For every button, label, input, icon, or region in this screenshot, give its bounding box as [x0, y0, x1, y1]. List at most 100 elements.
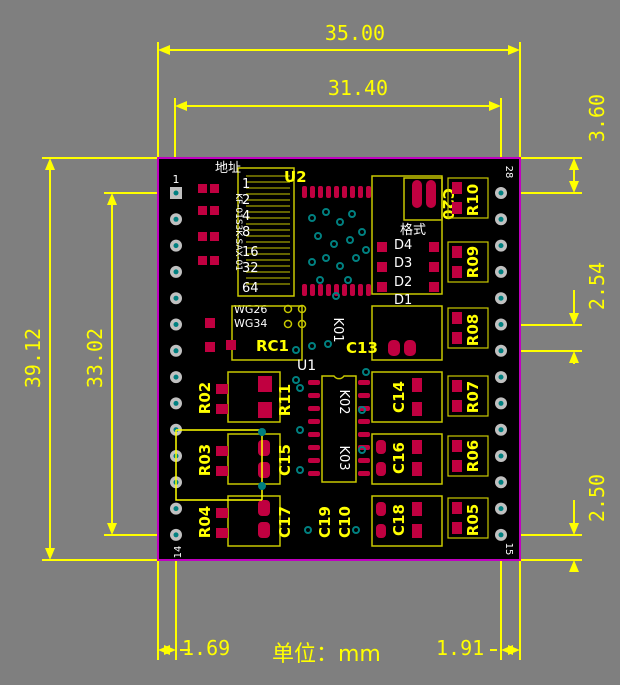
wiegand-26: WG26	[234, 303, 267, 316]
pin-hole	[498, 190, 504, 196]
r09-label: R09	[464, 246, 482, 278]
via	[308, 214, 316, 222]
chip-pin	[308, 432, 320, 437]
chip-pin	[350, 186, 355, 198]
chip-pin	[342, 186, 347, 198]
top-left-pads	[198, 184, 219, 352]
pin-hole	[498, 374, 504, 380]
via	[352, 254, 360, 262]
chip-pin	[318, 284, 323, 296]
resistor-pad	[452, 400, 462, 412]
wiegand-34: WG34	[234, 317, 267, 330]
dip-switch-part: KF-01S3K-SAX-01	[233, 193, 243, 271]
chip-pin	[358, 419, 370, 424]
via	[362, 246, 370, 254]
chip-pin	[358, 432, 370, 437]
chip-pin	[308, 471, 320, 476]
resistor-pad	[452, 380, 462, 392]
dim-width-outer: 35.00	[325, 21, 385, 45]
r03-label: R03	[196, 444, 214, 476]
resistor-pad	[452, 440, 462, 452]
via	[346, 236, 354, 244]
chip-pin	[318, 186, 323, 198]
resistor-outline	[447, 307, 489, 349]
dim-pin-pitch-b: 2.50	[585, 474, 609, 522]
address-value-5: 16	[242, 245, 259, 260]
pin-hole	[498, 243, 504, 249]
chip-pin	[308, 445, 320, 450]
via	[308, 342, 316, 350]
via	[362, 368, 370, 376]
c18-label: C18	[390, 504, 408, 536]
pin-label-left-top: 1	[173, 173, 180, 186]
k03-label: K03	[336, 445, 351, 470]
chip-pin	[308, 419, 320, 424]
c17-label: C17	[276, 506, 294, 538]
address-value-6: 32	[242, 261, 259, 276]
dim-right-offset: 1.91	[436, 636, 484, 660]
pin-hole	[173, 322, 179, 327]
dip-switch-u2: 地址 1 2 4 8 16 32 64 KF-01S3K-SAX-01 U2	[215, 161, 307, 297]
chip-pin	[366, 284, 371, 296]
r06-label: R06	[464, 440, 482, 472]
chip-pin	[366, 186, 371, 198]
via	[316, 276, 324, 284]
chip-pin	[358, 284, 363, 296]
chip-pin	[358, 380, 370, 385]
via	[358, 446, 366, 454]
u1-label: U1	[297, 358, 316, 374]
pin-hole	[498, 322, 504, 327]
chip-pin	[308, 393, 320, 398]
resistor-outline	[447, 435, 489, 477]
right-component-column: C14 C16 C18	[371, 371, 443, 547]
via	[324, 340, 332, 348]
via	[336, 218, 344, 226]
via	[348, 210, 356, 218]
pin-hole	[498, 532, 504, 538]
via	[296, 384, 304, 392]
chip-pin	[310, 284, 315, 296]
pin-hole	[498, 295, 504, 301]
dim-pin-pitch-a: 2.54	[585, 262, 609, 310]
dim-left-offset: 1.69	[182, 636, 230, 660]
dim-height-inner: 33.02	[83, 328, 107, 388]
relay-k02-k03: K02 K03	[321, 375, 357, 483]
format-item-d3: D3	[394, 256, 412, 271]
pin-hole	[173, 269, 179, 275]
chip-pin	[310, 186, 315, 198]
pin-hole	[498, 427, 504, 433]
format-item-d2: D2	[394, 275, 412, 290]
right-resistor-column	[447, 177, 489, 539]
r02-label: R02	[196, 382, 214, 414]
dim-top-margin: 3.60	[585, 94, 609, 142]
pin-hole	[498, 506, 504, 512]
resistor-pad	[452, 266, 462, 278]
via	[296, 426, 304, 434]
pin-hole	[498, 453, 504, 459]
c14-label: C14	[390, 381, 408, 413]
chip-pin	[326, 186, 331, 198]
resistor-pad	[452, 522, 462, 534]
format-item-d1: D1	[394, 293, 412, 308]
resistor-outline	[447, 241, 489, 283]
chip-pin	[358, 471, 370, 476]
r05-label: R05	[464, 504, 482, 536]
pin-label-left-bottom: 14	[173, 546, 184, 559]
pin-hole	[173, 243, 179, 249]
pin-hole	[498, 216, 504, 222]
pin-label-right-top: 28	[503, 166, 514, 179]
format-block: 格式 D4 D3 D2 D1	[371, 175, 443, 308]
c15-label: C15	[276, 444, 294, 476]
c16-label: C16	[390, 442, 408, 474]
pin-hole	[173, 348, 179, 354]
via	[352, 526, 360, 534]
resistor-outline	[447, 177, 489, 219]
k01-label: K01	[330, 317, 345, 342]
c13-label: C13	[346, 339, 378, 357]
via	[322, 208, 330, 216]
pin-hole	[173, 400, 179, 406]
r10-label: R10	[464, 184, 482, 216]
address-value-2: 2	[242, 193, 250, 208]
dim-width-inner: 31.40	[328, 76, 388, 100]
via	[304, 526, 312, 534]
